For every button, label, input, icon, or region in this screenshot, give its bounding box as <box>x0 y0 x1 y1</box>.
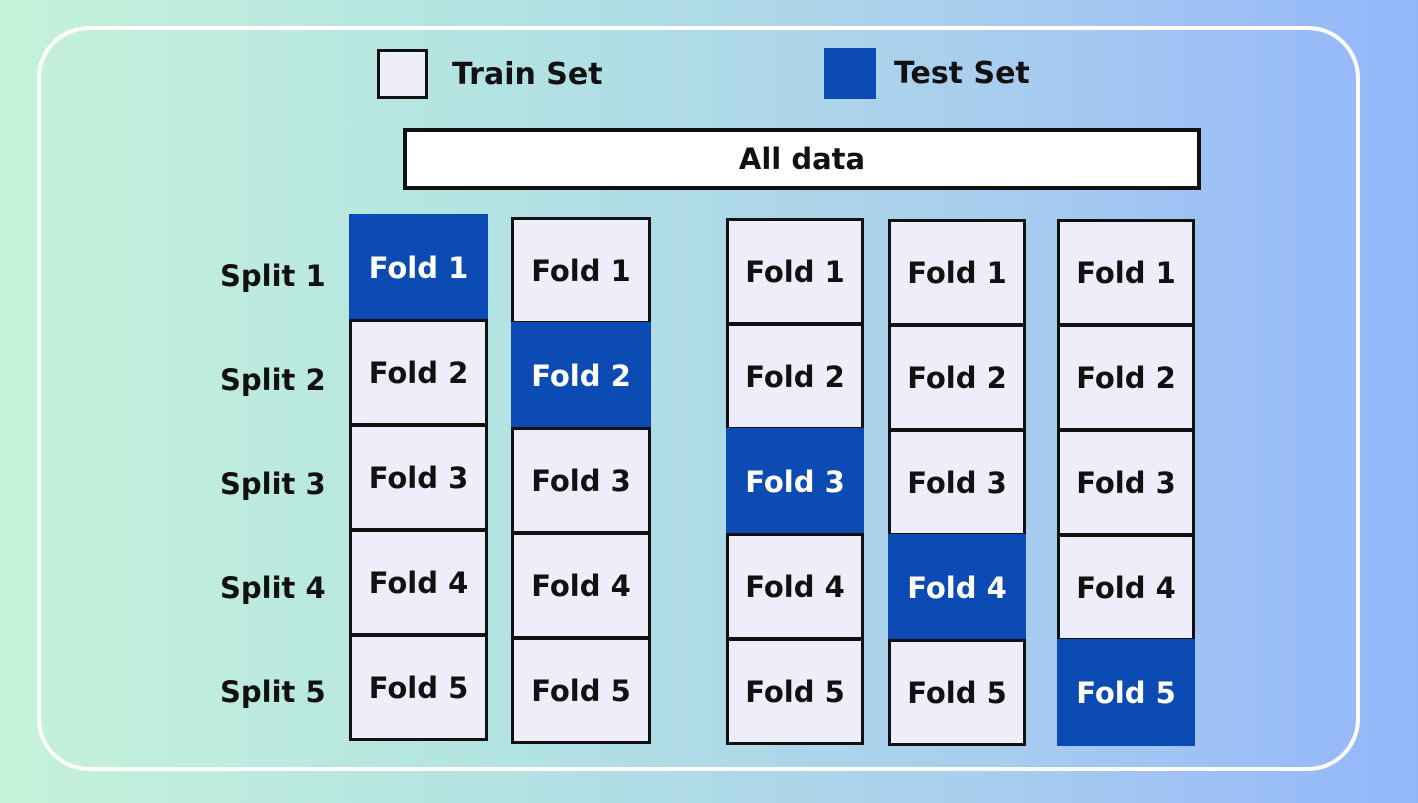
fold-label: Fold 3 <box>368 460 469 495</box>
fold-box-c1-f3: Fold 3 <box>349 424 488 531</box>
fold-column-4: Fold 1 Fold 2 Fold 3 Fold 4 Fold 5 <box>888 219 1026 752</box>
fold-box-c2-f2: Fold 2 <box>511 322 651 429</box>
fold-label: Fold 3 <box>907 465 1007 500</box>
fold-label: Fold 3 <box>531 463 631 498</box>
fold-box-c3-f5: Fold 5 <box>726 638 864 745</box>
fold-box-c1-f2: Fold 2 <box>349 319 488 426</box>
fold-label: Fold 2 <box>745 359 845 394</box>
fold-box-c3-f2: Fold 2 <box>726 323 864 430</box>
fold-column-2: Fold 1 Fold 2 Fold 3 Fold 4 Fold 5 <box>511 217 651 750</box>
fold-column-5: Fold 1 Fold 2 Fold 3 Fold 4 Fold 5 <box>1057 219 1195 752</box>
fold-label: Fold 4 <box>531 568 631 603</box>
fold-label: Fold 5 <box>907 675 1007 710</box>
fold-box-c4-f4: Fold 4 <box>888 534 1026 641</box>
all-data-bar: All data <box>403 128 1201 190</box>
fold-box-c2-f4: Fold 4 <box>511 532 651 639</box>
fold-box-c1-f1: Fold 1 <box>349 214 488 321</box>
split-label-5: Split 5 <box>220 675 326 709</box>
fold-box-c4-f2: Fold 2 <box>888 324 1026 431</box>
fold-box-c5-f3: Fold 3 <box>1057 429 1195 536</box>
fold-label: Fold 1 <box>368 250 469 285</box>
test-set-swatch <box>824 48 876 99</box>
fold-label: Fold 1 <box>907 255 1007 290</box>
fold-box-c5-f4: Fold 4 <box>1057 534 1195 641</box>
split-label-2: Split 2 <box>220 363 326 397</box>
fold-column-1: Fold 1 Fold 2 Fold 3 Fold 4 Fold 5 <box>349 214 488 747</box>
split-label-3: Split 3 <box>220 467 326 501</box>
fold-label: Fold 5 <box>745 674 845 709</box>
fold-box-c2-f3: Fold 3 <box>511 427 651 534</box>
fold-label: Fold 3 <box>745 464 845 499</box>
fold-label: Fold 2 <box>907 360 1007 395</box>
fold-column-3: Fold 1 Fold 2 Fold 3 Fold 4 Fold 5 <box>726 218 864 751</box>
fold-label: Fold 5 <box>1076 675 1176 710</box>
fold-label: Fold 3 <box>1076 465 1176 500</box>
all-data-label: All data <box>738 142 866 176</box>
fold-box-c3-f1: Fold 1 <box>726 218 864 325</box>
fold-box-c3-f3: Fold 3 <box>726 428 864 535</box>
fold-box-c1-f4: Fold 4 <box>349 529 488 636</box>
fold-label: Fold 4 <box>368 565 469 600</box>
fold-box-c5-f1: Fold 1 <box>1057 219 1195 326</box>
split-label-4: Split 4 <box>220 571 326 605</box>
fold-label: Fold 4 <box>745 569 845 604</box>
split-label-1: Split 1 <box>220 259 326 293</box>
fold-box-c2-f5: Fold 5 <box>511 637 651 744</box>
fold-label: Fold 5 <box>531 673 631 708</box>
fold-box-c4-f1: Fold 1 <box>888 219 1026 326</box>
rounded-frame <box>37 26 1360 771</box>
fold-label: Fold 4 <box>1076 570 1176 605</box>
fold-box-c5-f5: Fold 5 <box>1057 639 1195 746</box>
fold-label: Fold 1 <box>531 253 631 288</box>
fold-box-c3-f4: Fold 4 <box>726 533 864 640</box>
fold-label: Fold 2 <box>1076 360 1176 395</box>
train-set-swatch <box>377 49 428 99</box>
fold-label: Fold 1 <box>745 254 845 289</box>
fold-box-c1-f5: Fold 5 <box>349 634 488 741</box>
test-set-label: Test Set <box>894 56 1030 91</box>
fold-box-c4-f3: Fold 3 <box>888 429 1026 536</box>
fold-label: Fold 2 <box>531 358 631 393</box>
fold-label: Fold 2 <box>368 355 469 390</box>
fold-box-c4-f5: Fold 5 <box>888 639 1026 746</box>
fold-label: Fold 4 <box>907 570 1007 605</box>
fold-box-c5-f2: Fold 2 <box>1057 324 1195 431</box>
fold-label: Fold 5 <box>368 670 469 705</box>
train-set-label: Train Set <box>452 57 603 92</box>
fold-box-c2-f1: Fold 1 <box>511 217 651 324</box>
fold-label: Fold 1 <box>1076 255 1176 290</box>
